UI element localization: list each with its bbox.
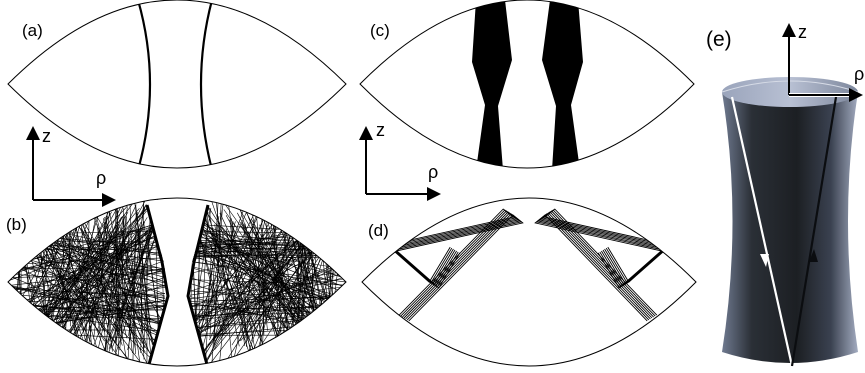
caustic-band-right-c [542, 0, 583, 168]
axis-label-z-left: z [42, 126, 51, 146]
arrow-right-icon [849, 88, 863, 102]
panel-d: (d) [361, 197, 697, 367]
panel-b: (b) [4, 197, 347, 367]
axis-label-z-mid: z [376, 120, 385, 140]
panel-label-a: (a) [22, 21, 43, 40]
caustic-band-left-c [472, 0, 512, 168]
caustic-right-a [199, 0, 214, 168]
axis-label-z-right: z [798, 22, 807, 42]
ray-trajectories-b [8, 198, 346, 366]
arrow-up-icon [809, 249, 818, 262]
arrow-up-icon [26, 126, 40, 140]
hyperboloid-surface [722, 92, 858, 363]
panel-a: (a) [7, 0, 347, 169]
lens-boundary-c [359, 0, 695, 169]
trajectory-line-white [730, 96, 794, 367]
axis-label-rho-left: ρ [96, 168, 106, 188]
arrow-right-icon [427, 187, 441, 201]
panel-c: (c) [359, 0, 695, 169]
axes-left: z ρ [26, 126, 116, 207]
axis-label-rho-mid: ρ [428, 162, 438, 182]
panel-label-c: (c) [370, 21, 390, 40]
lens-boundary-b [7, 197, 347, 367]
panel-label-b: (b) [6, 215, 27, 234]
caustic-left-a [136, 0, 152, 168]
panel-e: (e) z ρ [706, 22, 864, 367]
arrow-up-icon [782, 23, 796, 37]
axis-label-rho-right: ρ [854, 64, 864, 84]
panel-label-d: (d) [368, 221, 389, 240]
trajectory-line-dark [790, 96, 838, 367]
lens-boundary-a [7, 0, 347, 169]
lens-boundary-d [361, 197, 697, 367]
axes-right: z ρ [782, 22, 864, 102]
arrow-down-icon [760, 254, 769, 267]
arrow-up-icon [359, 126, 373, 140]
axes-middle: z ρ [359, 120, 441, 201]
ray-trajectories-d [386, 208, 672, 322]
panel-label-e: (e) [706, 28, 732, 51]
arrow-right-icon [102, 193, 116, 207]
